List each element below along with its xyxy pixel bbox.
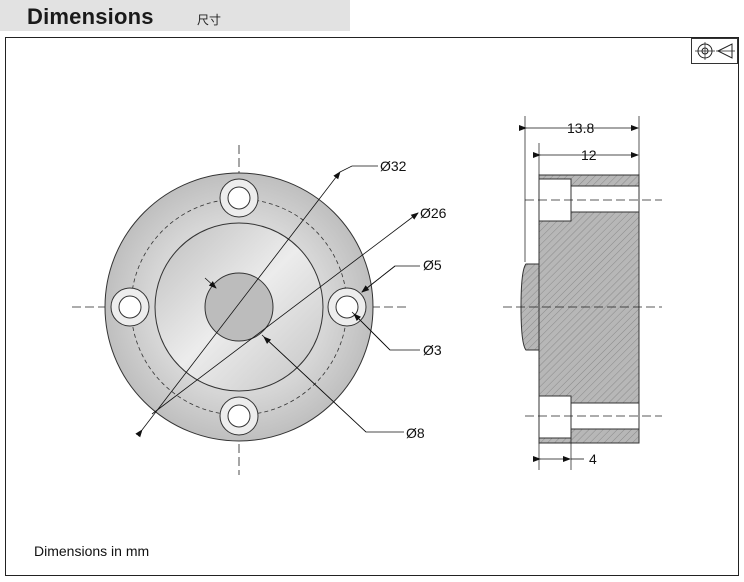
header-bar: Dimensions 尺寸 [0,0,350,31]
page-title: Dimensions [27,4,154,29]
label-total-length: 13.8 [567,120,594,136]
label-body-length: 12 [581,147,597,163]
section-hole-top [570,185,640,213]
center-bore [204,272,274,342]
label-outer-diameter: Ø32 [380,158,407,174]
drawing-frame [5,37,739,576]
projection-symbol-icon [691,38,738,64]
front-view: Ø32 Ø26 Ø5 Ø3 Ø8 [72,145,447,475]
page-subtitle: 尺寸 [197,13,222,27]
bolt-hole-left [110,287,150,327]
label-hole: Ø3 [423,342,442,358]
bolt-hole-top [219,178,259,218]
label-center-bore: Ø8 [406,425,425,441]
bolt-hole-bottom [219,396,259,436]
units-note: Dimensions in mm [34,543,150,559]
side-view: 13.8 12 4 [503,116,662,470]
label-bolt-circle: Ø26 [420,205,447,221]
label-counterbore-depth: 4 [589,451,597,467]
label-counterbore: Ø5 [423,257,442,273]
section-counterbore-bottom [538,395,572,439]
